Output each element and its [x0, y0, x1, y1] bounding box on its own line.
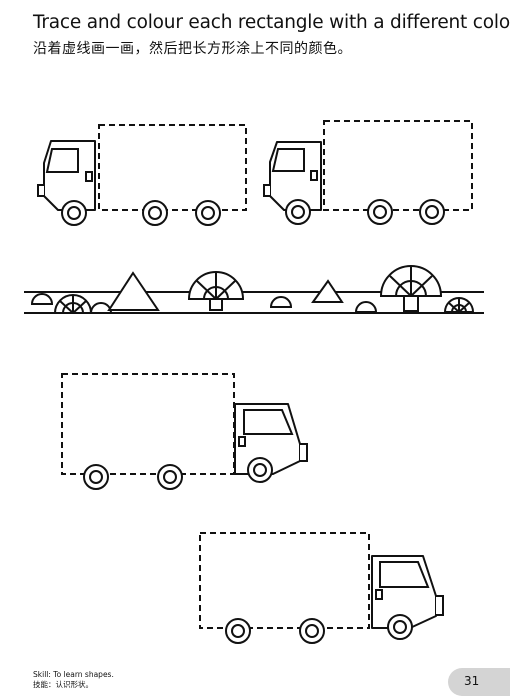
truck-3 — [61, 373, 308, 490]
truck-2 — [263, 120, 473, 225]
triangle-small — [311, 279, 344, 303]
wheel-icon — [299, 618, 325, 644]
trace-rectangle-1 — [98, 124, 247, 211]
skill-note-en: Skill: To learn shapes. — [33, 670, 114, 679]
truck-1 — [37, 124, 247, 226]
half-circle-small — [269, 296, 293, 308]
half-circle-fan-small — [443, 297, 475, 313]
mushroom-2 — [379, 265, 443, 312]
trace-rectangle-3 — [61, 373, 235, 475]
wheel-icon — [367, 199, 393, 225]
trace-rectangle-4 — [199, 532, 370, 629]
wheel-icon — [61, 200, 87, 226]
wheel-icon — [247, 457, 273, 483]
page-number-tab — [448, 668, 510, 696]
page-number: 31 — [464, 674, 480, 688]
shapes-strip — [24, 265, 484, 314]
instruction-english: Trace and colour each rectangle with a d… — [33, 12, 510, 33]
skill-note-zh: 技能：认识形状。 — [33, 680, 93, 689]
wheel-icon — [419, 199, 445, 225]
skill-note: Skill: To learn shapes. 技能：认识形状。 — [33, 670, 114, 690]
instruction-chinese: 沿着虚线画一画，然后把长方形涂上不同的颜色。 — [33, 41, 352, 57]
wheel-icon — [285, 199, 311, 225]
mushroom-1 — [187, 271, 245, 311]
truck-4 — [199, 532, 444, 644]
wheel-icon — [387, 614, 413, 640]
wheel-icon — [157, 464, 183, 490]
wheel-icon — [142, 200, 168, 226]
half-circle-small — [354, 301, 378, 313]
wheel-icon — [83, 464, 109, 490]
wheel-icon — [225, 618, 251, 644]
triangle-large — [107, 271, 160, 311]
half-circle-fan — [30, 293, 113, 314]
wheel-icon — [195, 200, 221, 226]
trace-rectangle-2 — [323, 120, 473, 211]
